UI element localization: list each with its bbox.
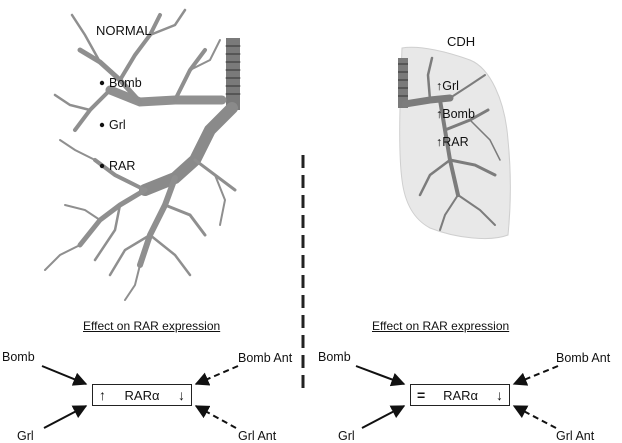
normal-marker-dot-bomb: [99, 80, 105, 86]
left-input-bomb-ant: Bomb Ant: [238, 351, 293, 365]
right-arrow-bomb-ant: [512, 365, 559, 386]
cdh-marker-bomb: ↑Bomb: [436, 107, 475, 121]
right-input-bomb: Bomb: [318, 350, 351, 364]
right-rar-box: = RARα ↓: [410, 384, 510, 406]
up-arrow-icon: ↑: [436, 107, 443, 121]
cdh-lung: [398, 46, 511, 239]
right-panel-heading: Effect on RAR expression: [372, 319, 510, 333]
left-rar-label: RARα: [124, 387, 160, 403]
right-input-bomb-ant: Bomb Ant: [556, 351, 611, 365]
normal-marker-dot-rar: [99, 163, 105, 169]
up-arrow-icon: ↑: [436, 135, 443, 149]
down-arrow-icon: ↓: [178, 387, 185, 403]
right-arrow-bomb: [355, 365, 406, 387]
right-arrow-grl: [361, 405, 406, 429]
up-arrow-icon: ↑: [99, 387, 106, 403]
right-arrows: [355, 365, 559, 429]
normal-marker-grl: Grl: [109, 118, 126, 132]
left-arrow-bomb: [41, 365, 88, 386]
left-rar-box: ↑ RARα ↓: [92, 384, 192, 406]
left-arrow-grl-ant: [194, 405, 237, 429]
left-input-grl: Grl: [17, 429, 34, 443]
left-input-bomb: Bomb: [2, 350, 35, 364]
left-panel-heading: Effect on RAR expression: [83, 319, 221, 333]
cdh-title: CDH: [447, 34, 476, 49]
left-arrow-grl: [43, 405, 88, 429]
right-input-grl: Grl: [338, 429, 355, 443]
left-arrow-bomb-ant: [194, 365, 239, 386]
normal-airway-tree: [44, 8, 241, 301]
down-arrow-icon: ↓: [496, 387, 503, 403]
normal-marker-dot-grl: [99, 122, 105, 128]
equals-icon: =: [417, 387, 426, 403]
up-arrow-icon: ↑: [436, 79, 443, 93]
cdh-marker-rar: ↑RAR: [436, 135, 469, 149]
left-arrows: [41, 365, 239, 429]
cdh-marker-grl: ↑Grl: [436, 79, 459, 93]
right-arrow-grl-ant: [512, 405, 557, 429]
right-rar-label: RARα: [443, 387, 479, 403]
left-input-grl-ant: Grl Ant: [238, 429, 277, 443]
normal-title: NORMAL: [96, 23, 152, 38]
normal-marker-bomb: Bomb: [109, 76, 142, 90]
normal-marker-rar: RAR: [109, 159, 136, 173]
right-input-grl-ant: Grl Ant: [556, 429, 595, 443]
